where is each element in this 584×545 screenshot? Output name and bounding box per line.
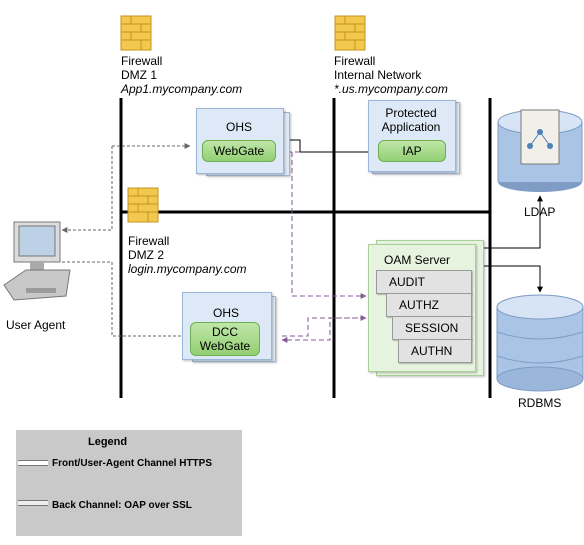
ohs1-title: OHS — [225, 120, 252, 134]
firewall-dmz1-label: Firewall DMZ 1 App1.mycompany.com — [121, 54, 243, 96]
oam-module-audit: AUDIT — [376, 270, 472, 294]
legend-front-swatch — [18, 460, 48, 466]
legend-front-label: Front/User-Agent Channel HTTPS — [52, 458, 213, 469]
webgate-to-iap-line — [282, 139, 375, 155]
legend-title: Legend — [88, 436, 128, 448]
dcc-webgate-box: DCC WebGate — [190, 322, 260, 356]
back-channel-line-2 — [282, 315, 367, 337]
oam-module-session: SESSION — [392, 316, 472, 340]
rdbms-icon — [496, 294, 584, 392]
oam-to-rdbms-line — [482, 265, 543, 293]
webgate-box: WebGate — [202, 140, 276, 162]
oam-module-authn: AUTHN — [398, 339, 472, 363]
back-channel-line-1 — [291, 152, 367, 299]
oam-to-ldap-line — [482, 195, 543, 249]
ohs2-title: OHS — [212, 306, 239, 320]
firewall-internal-label: Firewall Internal Network *.us.mycompany… — [334, 54, 448, 96]
front-channel-line-2 — [62, 261, 189, 339]
legend-back-swatch — [18, 500, 48, 506]
rdbms-label: RDBMS — [518, 396, 562, 410]
user-agent-label: User Agent — [6, 318, 66, 332]
iap-box: IAP — [378, 140, 446, 162]
firewall-dmz1-icon — [120, 15, 152, 51]
legend-panel: Legend Front/User-Agent Channel HTTPS Ba… — [16, 430, 242, 536]
oam-module-authz: AUTHZ — [386, 293, 472, 317]
legend-back-label: Back Channel: OAP over SSL — [52, 500, 192, 511]
firewall-dmz2-label: Firewall DMZ 2 login.mycompany.com — [128, 234, 247, 276]
oam-server-title: OAM Server — [384, 253, 451, 267]
ldap-label: LDAP — [524, 205, 556, 219]
computer-icon — [3, 221, 71, 301]
firewall-internal-icon — [334, 15, 366, 51]
ldap-icon — [497, 109, 583, 192]
back-channel-line-2-return — [281, 317, 366, 343]
protected-app-title: Protected Application — [381, 106, 441, 134]
firewall-dmz2-icon — [127, 187, 159, 223]
front-channel-line-1-return — [61, 146, 113, 233]
